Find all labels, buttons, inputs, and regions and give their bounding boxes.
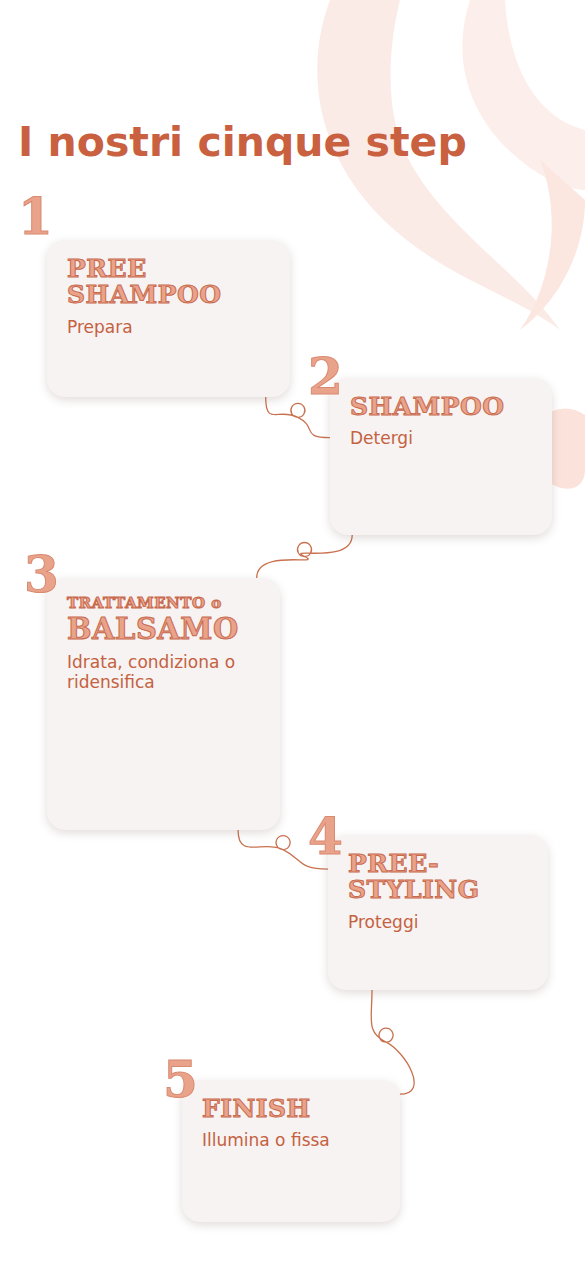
curly-connector <box>371 990 414 1094</box>
step-number: 3 <box>24 550 59 600</box>
step-number: 5 <box>163 1055 198 1105</box>
step-number: 4 <box>308 812 343 862</box>
step-heading: TRATTAMENTO o <box>67 594 266 614</box>
step-number: 2 <box>308 352 343 402</box>
step-description: Idrata, condiziona o ridensifica <box>67 652 266 693</box>
step-box: SHAMPOO Detergi <box>330 378 552 535</box>
curly-connector <box>257 535 353 578</box>
step-description: Illumina o fissa <box>202 1130 386 1150</box>
curly-connector <box>266 397 330 438</box>
step-heading: BALSAMO <box>67 614 266 644</box>
step-description: Proteggi <box>348 912 534 932</box>
step-box: TRATTAMENTO oBALSAMO Idrata, condiziona o… <box>47 578 280 830</box>
step-heading: SHAMPOO <box>350 394 538 420</box>
step-heading: PREE SHAMPOO <box>67 256 276 309</box>
step-description: Detergi <box>350 428 538 448</box>
step-number: 1 <box>18 192 53 242</box>
step-box: FINISH Illumina o fissa <box>182 1080 400 1222</box>
diagram-title: I nostri cinque step <box>18 118 467 166</box>
step-box: PREE SHAMPOO Prepara <box>47 240 290 397</box>
step-heading: PREE-STYLING <box>348 851 518 904</box>
swirl-shape <box>520 160 585 330</box>
step-heading: FINISH <box>202 1096 386 1122</box>
step-description: Prepara <box>67 317 276 337</box>
swirl-shape <box>462 0 585 190</box>
step-box: PREE-STYLING Proteggi <box>328 835 548 990</box>
